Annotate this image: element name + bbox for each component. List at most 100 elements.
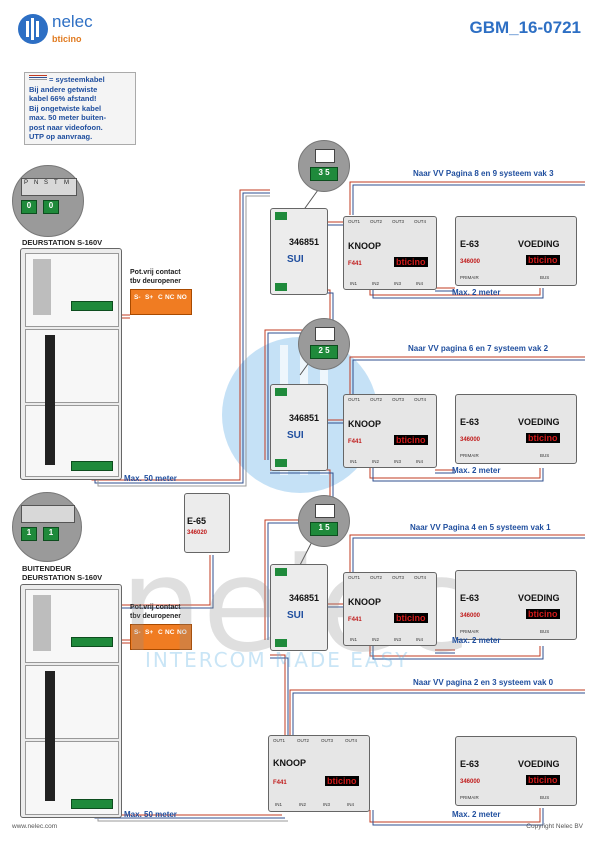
legend-line: Bij andere getwiste [29, 84, 98, 94]
knoop-code: F441 [348, 261, 362, 267]
interface-mode: SUI [287, 254, 304, 265]
knoop-input: IN3 [394, 281, 402, 286]
knoop-module: KNOOP F441 bticino OUT1 OUT2 OUT3 OUT4 I… [343, 216, 437, 290]
badge-value: 3 5 [310, 167, 338, 181]
knoop-output: OUT2 [370, 219, 383, 224]
terminal-label: S- [134, 294, 141, 301]
e65-module: E-65 346020 [184, 493, 230, 553]
knoop-output: OUT4 [414, 575, 427, 580]
sub-brand-text: bticino [528, 775, 558, 785]
distance-label: Max. 2 meter [452, 810, 501, 819]
knoop-input: IN2 [372, 459, 380, 464]
legend-line: post naar videofoon. [29, 122, 103, 132]
voeding-bticino: bticino [526, 433, 560, 443]
legend-line: UTP op aanvraag. [29, 132, 93, 141]
watermark-tagline: INTERCOM MADE EASY [145, 648, 410, 672]
contact-label-line: tbv deuropener [130, 613, 181, 620]
document-code: GBM_16-0721 [469, 18, 581, 37]
interface-mode: SUI [287, 430, 304, 441]
knoop-output: OUT1 [348, 219, 361, 224]
door-station-bottom-label: BUITENDEUR DEURSTATION S-160V [22, 564, 102, 582]
legend-box: = systeemkabel Bij andere getwiste kabel… [24, 72, 136, 145]
interface-module: 346851 SUI [270, 208, 328, 295]
sub-brand-text: bticino [327, 776, 357, 786]
knoop-output: OUT3 [392, 219, 405, 224]
knoop-input: IN3 [394, 637, 402, 642]
terminal-label: C [158, 629, 163, 636]
knoop-output: OUT2 [297, 738, 310, 743]
voeding-module: E-63 VOEDING 346000 bticino PRIMAIR BUS [455, 394, 577, 464]
voeding-primair: PRIMAIR [460, 453, 479, 458]
knoop-module: KNOOP F441 bticino OUT1 OUT2 OUT3 OUT4 I… [343, 394, 437, 468]
dip-label: N [34, 180, 39, 186]
sub-brand-text: bticino [396, 257, 426, 267]
voeding-name: VOEDING [518, 417, 560, 427]
e65-code: 346020 [187, 530, 208, 536]
door-station-top-label: DEURSTATION S-160V [22, 238, 103, 247]
interface-code: 346851 [289, 413, 320, 423]
vv-label: Naar VV Pagina 8 en 9 systeem vak 3 [413, 169, 554, 178]
station-label-line: BUITENDEUR [22, 564, 72, 573]
dip-value-box: 0 [43, 200, 59, 214]
dip-value-box: 1 [43, 527, 59, 541]
voeding-name: VOEDING [518, 593, 560, 603]
distance-label: Max. 50 meter [124, 474, 177, 483]
voeding-bus: BUS [540, 795, 550, 800]
dip-switch-callout-top: P N S T M 0 0 [12, 165, 84, 237]
voeding-module: E-63 VOEDING 346000 bticino PRIMAIR BUS [455, 736, 577, 806]
vv-label: Naar VV Pagina 4 en 5 systeem vak 1 [410, 523, 551, 532]
voeding-bus: BUS [540, 275, 550, 280]
contact-label-line: tbv deuropener [130, 278, 181, 285]
dip-label: T [54, 180, 58, 186]
interface-code: 346851 [289, 593, 320, 603]
legend-line: max. 50 meter buiten- [29, 113, 107, 122]
voeding-model: E-63 [460, 759, 480, 769]
footer-website: www.nelec.com [12, 823, 58, 830]
station-label-line: DEURSTATION S-160V [22, 573, 103, 582]
sub-brand-text: bticino [396, 613, 426, 623]
voeding-primair: PRIMAIR [460, 629, 479, 634]
legend-line: kabel 66% afstand! [29, 94, 97, 103]
dip-label: S [44, 180, 49, 186]
terminal-label: NC [165, 294, 175, 301]
knoop-output: OUT4 [414, 219, 427, 224]
contact-label-line: Pot.vrij contact [130, 269, 181, 276]
door-station-bottom [20, 584, 122, 818]
knoop-input: IN2 [372, 637, 380, 642]
knoop-output: OUT3 [321, 738, 334, 743]
interface-code: 346851 [289, 237, 320, 247]
knoop-name: KNOOP [348, 241, 382, 251]
knoop-output: OUT2 [370, 575, 383, 580]
voeding-model: E-63 [460, 593, 480, 603]
terminal-label: S- [134, 629, 141, 636]
sub-brand-text: bticino [528, 609, 558, 619]
voeding-bticino: bticino [526, 609, 560, 619]
knoop-input: IN2 [299, 802, 307, 807]
dip-label: M [64, 180, 69, 186]
sub-brand-text: bticino [528, 433, 558, 443]
knoop-input: IN1 [350, 637, 358, 642]
knoop-bticino: bticino [325, 776, 359, 786]
knoop-name: KNOOP [348, 597, 382, 607]
voeding-module: E-63 VOEDING 346000 bticino PRIMAIR BUS [455, 570, 577, 640]
distance-label: Max. 2 meter [452, 636, 501, 645]
knoop-input: IN2 [372, 281, 380, 286]
knoop-bticino: bticino [394, 257, 428, 267]
knoop-code: F441 [273, 780, 287, 786]
interface-mode: SUI [287, 610, 304, 621]
contact-label-line: Pot.vrij contact [130, 604, 181, 611]
knoop-input: IN3 [394, 459, 402, 464]
terminal-label: S+ [145, 629, 154, 636]
knoop-module-bottom: KNOOP F441 bticino OUT1 OUT2 OUT3 OUT4 I… [268, 735, 370, 812]
dip-label: P [24, 180, 29, 186]
badge-callout: 3 5 [298, 140, 350, 192]
badge-value: 1 5 [310, 522, 338, 536]
distance-label: Max. 2 meter [452, 466, 501, 475]
knoop-module: KNOOP F441 bticino OUT1 OUT2 OUT3 OUT4 I… [343, 572, 437, 646]
knoop-name: KNOOP [348, 419, 382, 429]
vv-label: Naar VV pagina 2 en 3 systeem vak 0 [413, 678, 554, 687]
knoop-bticino: bticino [394, 613, 428, 623]
knoop-bticino: bticino [394, 435, 428, 445]
sub-brand-text: bticino [528, 255, 558, 265]
badge-value: 2 5 [310, 345, 338, 359]
